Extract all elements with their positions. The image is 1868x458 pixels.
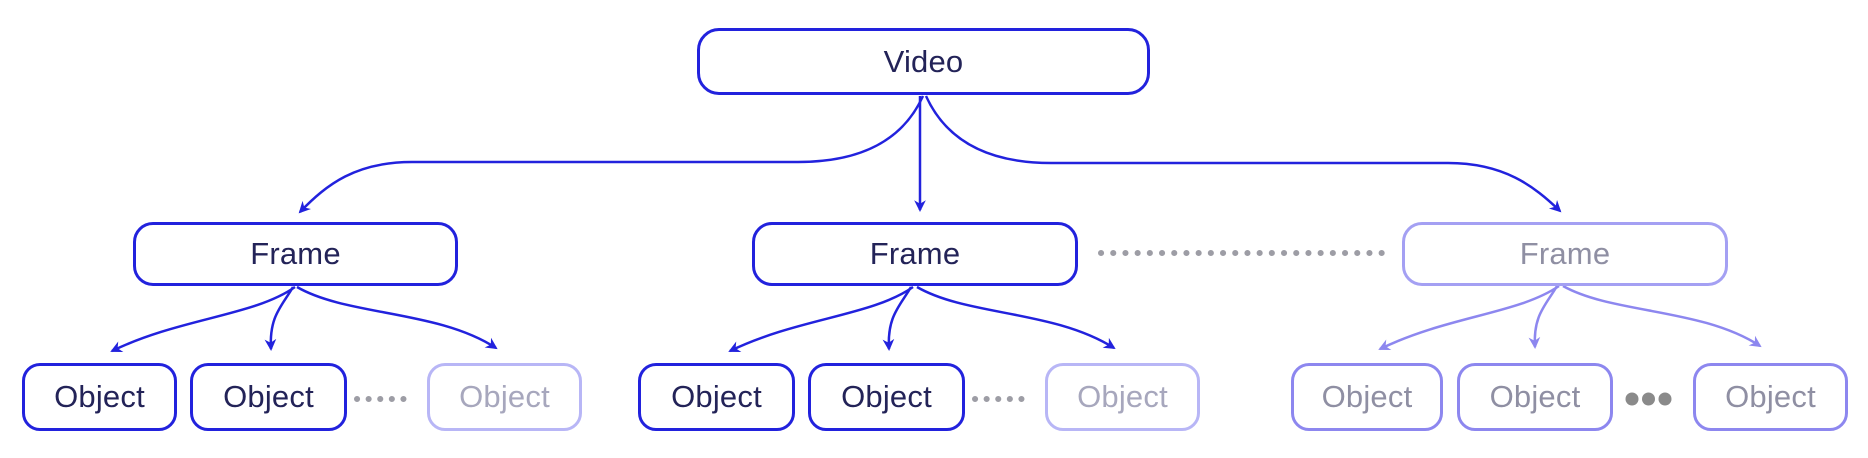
edge-frame2-to-object-3	[916, 285, 1116, 350]
edge-frame2-to-object-2	[882, 286, 913, 351]
video-node: Video	[697, 28, 1150, 95]
frame-node-3: Frame	[1402, 222, 1728, 286]
object-node-g1-1: Object	[22, 363, 177, 431]
object-node-g3-1: Object	[1291, 363, 1443, 431]
object-node-g3-2: Object	[1457, 363, 1613, 431]
object-node-g1-2: Object	[190, 363, 347, 431]
frame-node-2: Frame	[752, 222, 1078, 286]
edge-video-to-frame-1	[298, 95, 925, 214]
object-node-g1-3: Object	[427, 363, 582, 431]
edge-frame1-to-object-2	[264, 286, 295, 351]
object-node-g2-1: Object	[638, 363, 795, 431]
ellipsis-icon	[1625, 392, 1672, 406]
edge-frame3-to-object-3	[1562, 284, 1762, 348]
frame-node-1: Frame	[133, 222, 458, 286]
object-node-g3-3: Object	[1693, 363, 1848, 431]
object-node-g2-3: Object	[1045, 363, 1200, 431]
object-node-g2-2: Object	[808, 363, 965, 431]
edge-frame2-to-object-1	[728, 285, 914, 353]
edge-frame3-to-object-2	[1528, 285, 1559, 349]
edge-video-to-frame-3	[924, 95, 1562, 213]
edge-frame3-to-object-1	[1378, 284, 1560, 351]
edge-frame1-to-object-3	[296, 285, 498, 350]
edge-frame1-to-object-1	[110, 285, 296, 353]
